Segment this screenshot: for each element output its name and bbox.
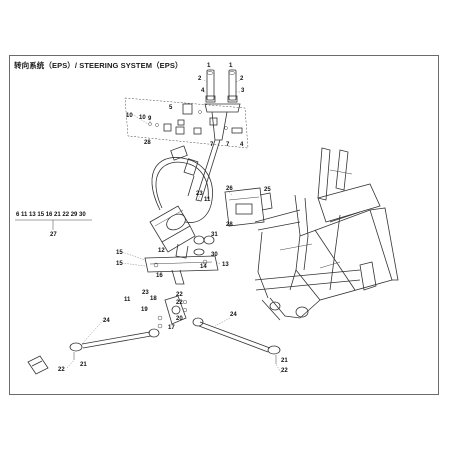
callout-label: 15 [116,261,123,267]
callout-label: 16 [156,273,163,279]
eps-motor [149,205,196,259]
callout-label: 20 [176,316,183,322]
callout-label: 24 [103,318,110,324]
callout-label: 4 [240,142,244,148]
callout-label: 5 [169,105,173,111]
callout-label: 23 [196,191,203,197]
callout-label: 21 [80,362,87,368]
callout-label: 30 [211,252,218,258]
callout-label: 22 [176,300,183,306]
callout-label: 23 [142,290,149,296]
callout-label: 28 [226,222,233,228]
callout-label: 21 [281,358,288,364]
bushings [193,235,215,256]
tie-rod-left [69,328,160,360]
callout-label: 24 [230,312,237,318]
tie-rod-right [192,317,281,364]
diagram-title: 转向系统（EPS）/ STEERING SYSTEM（EPS） [14,61,183,70]
leader-lines [66,66,282,374]
callout-label: 25 [264,187,271,193]
callout-label: 22 [281,368,288,374]
callout-labels: 1 1 2 2 4 3 5 10 10 9 7 7 4 28 23 11 26 … [16,63,288,374]
callout-label: 22 [58,367,65,373]
callout-label: 2 [198,76,202,82]
callout-label: 18 [150,296,157,302]
callout-label: 4 [201,88,205,94]
callout-label: 12 [158,248,165,254]
eps-controller [224,187,273,227]
callout-label: 19 [141,307,148,313]
callout-label: 10 [126,113,133,119]
callout-label: 1 [207,63,211,69]
callout-label: 13 [222,262,229,268]
callout-label: 26 [226,186,233,192]
vehicle-frame [254,147,399,321]
callout-label: 3 [241,88,245,94]
callout-label: 9 [148,116,152,122]
callout-label: 17 [168,325,175,331]
callout-label: 11 [204,197,211,203]
callout-label: 14 [200,264,207,270]
callout-label: 27 [50,232,57,238]
steering-shaft-lower [183,139,221,202]
bracket-group-28 [124,97,249,149]
front-direction-arrow-icon [27,355,49,375]
mounting-bracket [144,255,219,285]
callout-label: 7 [226,142,230,148]
callout-label: 10 [139,115,146,121]
kit-list-label: 6 11 13 15 16 21 22 29 30 [16,212,86,218]
callout-label: 1 [229,63,233,69]
callout-label: 28 [144,140,151,146]
callout-label: 15 [116,250,123,256]
callout-label: 7 [210,142,214,148]
diagram-frame [9,55,439,395]
steering-arm [157,295,188,329]
callout-label: 31 [211,232,218,238]
wiring-harness [151,145,213,223]
callout-label: 11 [124,297,131,303]
kit-list-bracket [15,219,92,230]
callout-label: 2 [240,76,244,82]
callout-label: 22 [176,292,183,298]
